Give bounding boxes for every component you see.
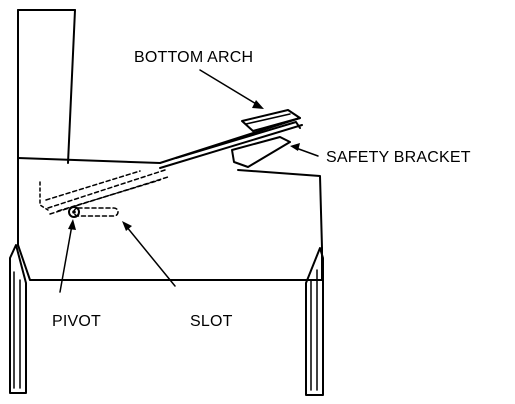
backbox	[17, 9, 76, 164]
label-bottom-arch: BOTTOM ARCH	[134, 49, 253, 66]
slot	[73, 207, 119, 217]
arrow-safety-bracket	[290, 143, 319, 157]
arrow-pivot	[59, 219, 76, 293]
cabinet-body	[17, 157, 323, 281]
safety-bracket	[231, 136, 291, 168]
pivot	[68, 206, 80, 218]
hook	[39, 181, 49, 211]
right-leg	[305, 247, 324, 396]
label-safety-bracket: SAFETY BRACKET	[326, 149, 471, 166]
left-leg	[9, 244, 27, 394]
label-slot: SLOT	[190, 313, 233, 330]
arrow-slot	[122, 221, 176, 287]
label-pivot: PIVOT	[52, 313, 101, 330]
arrow-bottom-arch	[199, 69, 264, 109]
playfield-hidden	[45, 169, 169, 215]
playfield-raised	[159, 117, 303, 169]
bottom-arch	[241, 109, 301, 132]
